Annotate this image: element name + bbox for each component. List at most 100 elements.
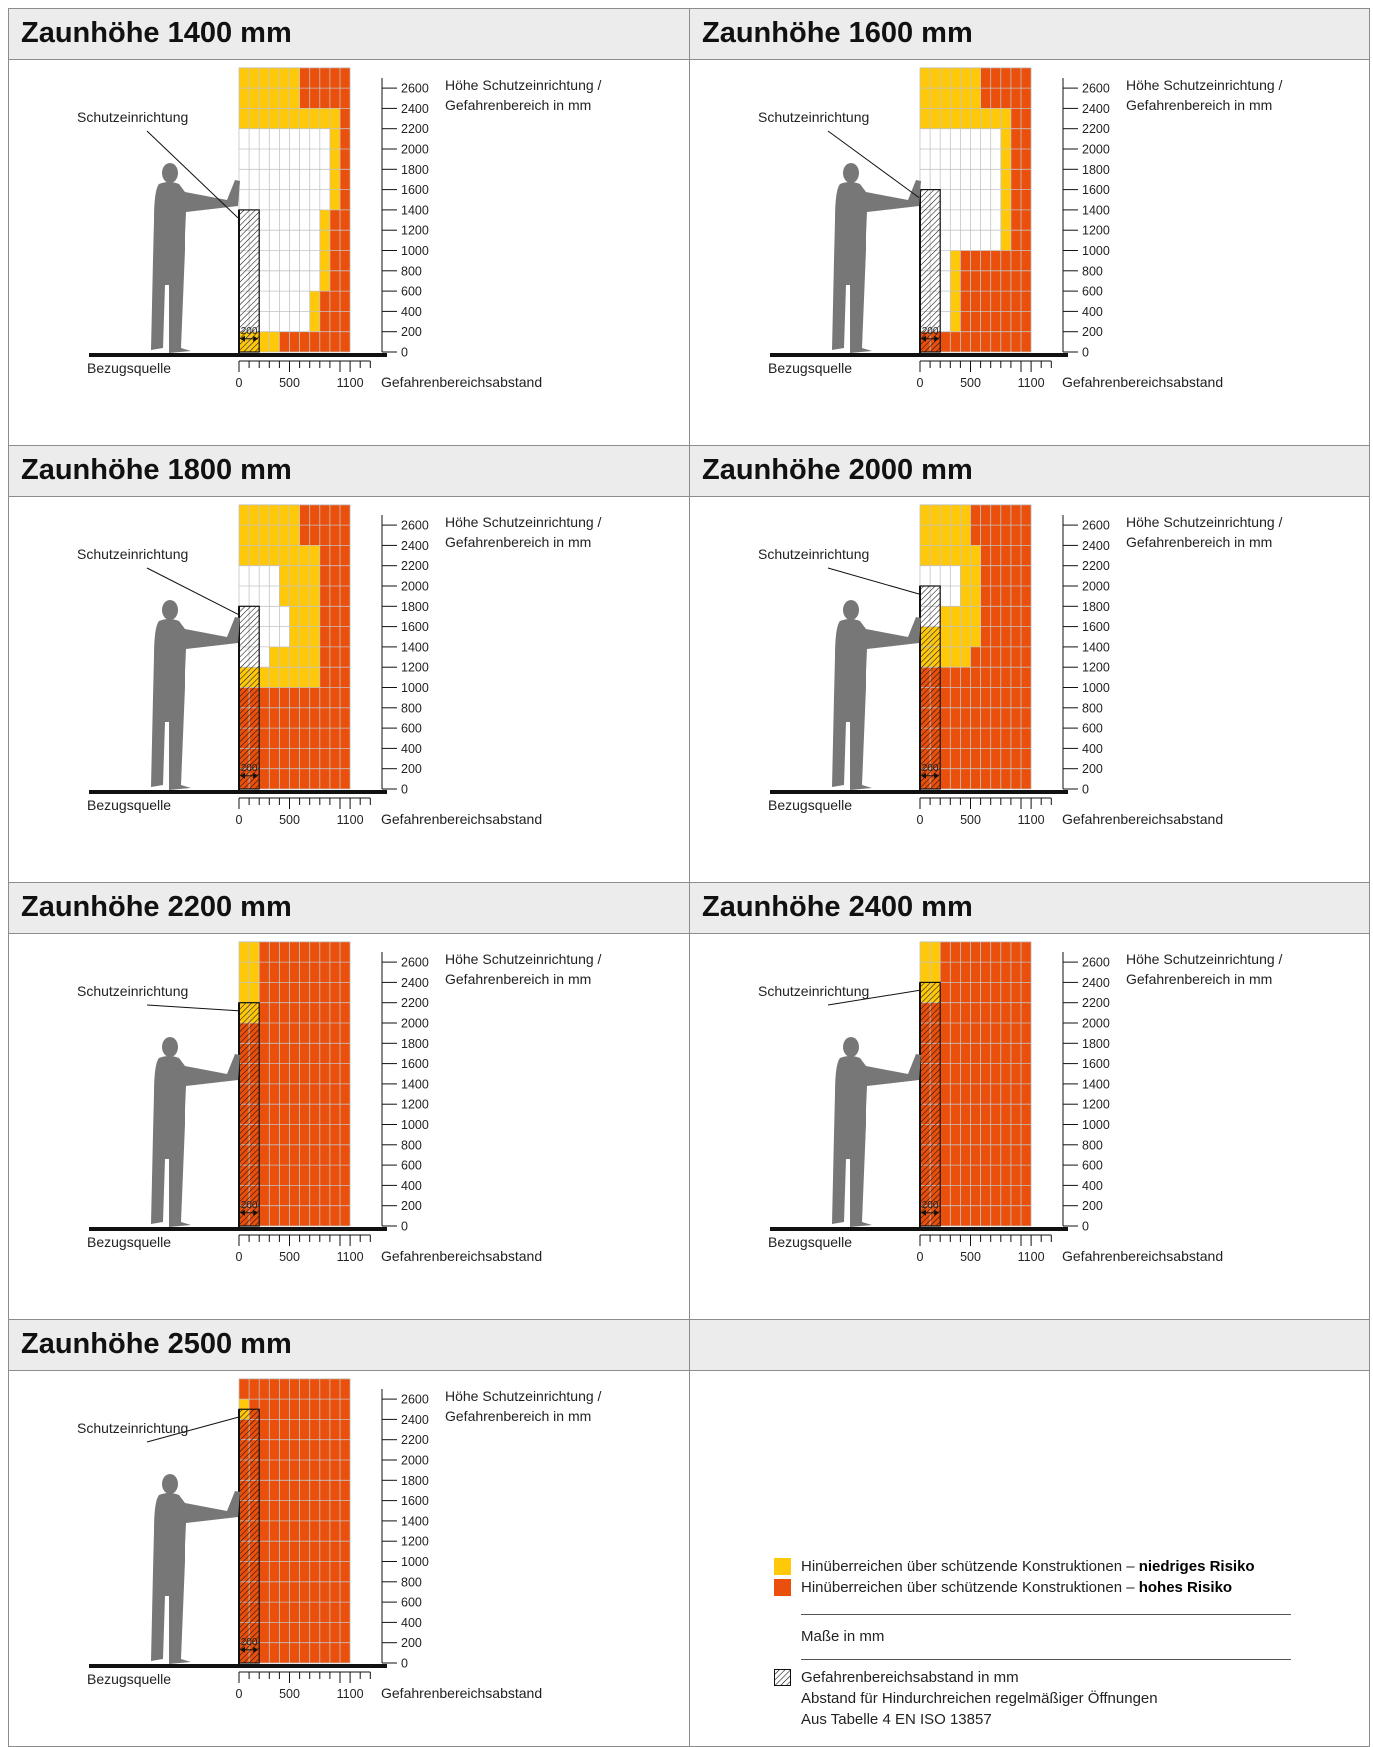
y-tick-label: 2400 <box>1082 539 1110 553</box>
person-silhouette <box>832 163 921 353</box>
y-axis-title: Höhe Schutzeinrichtung / <box>445 951 602 967</box>
y-tick-label: 800 <box>1082 1138 1103 1152</box>
y-tick-label: 1600 <box>1082 183 1110 197</box>
guard-pointer-line <box>146 130 239 219</box>
x-tick-label: 1100 <box>337 1250 364 1264</box>
high-risk-zone <box>319 291 351 312</box>
y-tick-label: 200 <box>401 1199 422 1213</box>
high-risk-zone <box>920 1104 1032 1125</box>
y-axis-title: Gefahrenbereich in mm <box>445 534 591 550</box>
y-tick-label: 2200 <box>1082 559 1110 573</box>
x-tick-label: 500 <box>960 813 981 827</box>
distance-label: 200 <box>241 763 258 774</box>
high-risk-zone <box>239 748 351 769</box>
y-tick-label: 1200 <box>1082 1098 1110 1112</box>
y-tick-label: 1200 <box>1082 224 1110 238</box>
high-risk-zone <box>340 149 351 170</box>
high-risk-zone <box>239 1124 351 1145</box>
high-risk-zone <box>319 667 351 688</box>
legend-header <box>690 1320 1369 1371</box>
diagram-title: Zaunhöhe 2500 mm <box>21 1328 292 1360</box>
high-risk-zone <box>299 504 351 526</box>
y-tick-label: 200 <box>401 762 422 776</box>
arrow-heads <box>921 772 940 779</box>
high-risk-zone <box>239 1185 351 1206</box>
high-risk-zone <box>239 1500 351 1521</box>
high-risk-zone <box>920 687 1032 708</box>
y-axis-title: Gefahrenbereich in mm <box>445 97 591 113</box>
high-risk-zone <box>920 728 1032 749</box>
high-risk-zone <box>980 606 1032 627</box>
high-risk-zone <box>920 1165 1032 1186</box>
high-risk-zone <box>239 1378 351 1400</box>
guard-pointer-line <box>146 567 239 615</box>
high-risk-zone <box>239 768 351 789</box>
high-risk-zone <box>980 565 1032 586</box>
high-risk-zone <box>940 982 1032 1003</box>
low-risk-zone <box>329 149 340 170</box>
high-risk-zone <box>920 1063 1032 1084</box>
y-tick-label: 0 <box>1082 346 1089 360</box>
low-risk-zone <box>920 525 971 546</box>
legend-hatch-line1: Gefahrenbereichsabstand in mm <box>801 1669 1019 1686</box>
person-head <box>162 600 178 620</box>
x-tick-label: 0 <box>917 1250 924 1264</box>
x-tick-label: 500 <box>279 376 300 390</box>
y-axis-title: Gefahrenbereich in mm <box>1126 534 1272 550</box>
high-risk-zone <box>239 1439 351 1460</box>
diagram-header: Zaunhöhe 1600 mm <box>690 9 1369 60</box>
y-tick-label: 1600 <box>1082 620 1110 634</box>
y-tick-label: 2200 <box>1082 122 1110 136</box>
high-risk-zone <box>279 331 351 352</box>
high-risk-zone <box>920 1144 1032 1166</box>
floor-line <box>89 790 387 794</box>
y-tick-label: 2600 <box>401 1393 429 1407</box>
arrow-heads <box>240 772 259 779</box>
person-head <box>162 1474 178 1494</box>
high-risk-zone <box>340 189 351 210</box>
y-axis-title: Gefahrenbereich in mm <box>1126 971 1272 987</box>
low-risk-zone <box>950 250 961 271</box>
legend-low-risk-text: Hinüberreichen über schützende Konstrukt… <box>801 1558 1139 1575</box>
y-tick-label: 200 <box>1082 762 1103 776</box>
high-risk-zone <box>239 728 351 749</box>
arrow-heads <box>240 1646 259 1653</box>
y-tick-label: 1800 <box>1082 163 1110 177</box>
y-tick-label: 0 <box>401 1657 408 1671</box>
y-tick-label: 600 <box>1082 285 1103 299</box>
diagram-header: Zaunhöhe 2000 mm <box>690 446 1369 497</box>
high-risk-zone <box>239 1541 351 1562</box>
y-tick-label: 400 <box>401 742 422 756</box>
x-tick-label: 0 <box>917 376 924 390</box>
y-tick-label: 400 <box>401 1179 422 1193</box>
y-tick-label: 1400 <box>1082 640 1110 654</box>
y-tick-label: 1000 <box>401 1555 429 1569</box>
high-risk-zone <box>980 88 1032 109</box>
high-risk-zone <box>960 311 1032 332</box>
high-risk-zone <box>980 67 1032 89</box>
high-risk-zone <box>340 128 351 149</box>
y-tick-label: 1200 <box>401 224 429 238</box>
high-risk-zone <box>239 1520 351 1542</box>
guard-pointer-line <box>146 1416 239 1443</box>
diagram-title: Zaunhöhe 2400 mm <box>702 891 973 923</box>
y-tick-label: 1000 <box>401 244 429 258</box>
diagram-title: Zaunhöhe 1400 mm <box>21 17 292 49</box>
y-tick-label: 2000 <box>401 143 429 157</box>
diagram-figure: 200SchutzeinrichtungBezugsquelle26002400… <box>758 941 1283 1264</box>
diagram-header: Zaunhöhe 2200 mm <box>9 883 689 934</box>
high-risk-zone <box>259 962 351 983</box>
high-risk-zone <box>340 169 351 190</box>
y-tick-label: 800 <box>1082 701 1103 715</box>
legend-low-risk: Hinüberreichen über schützende Konstrukt… <box>801 1558 1255 1575</box>
y-tick-label: 1600 <box>1082 1057 1110 1071</box>
low-risk-zone <box>329 128 340 149</box>
y-tick-label: 0 <box>1082 783 1089 797</box>
y-tick-label: 1600 <box>401 1494 429 1508</box>
guard-label: Schutzeinrichtung <box>758 546 869 562</box>
high-risk-zone <box>239 1165 351 1186</box>
x-tick-label: 500 <box>279 1250 300 1264</box>
y-tick-label: 2600 <box>401 82 429 96</box>
high-risk-zone <box>259 941 351 963</box>
